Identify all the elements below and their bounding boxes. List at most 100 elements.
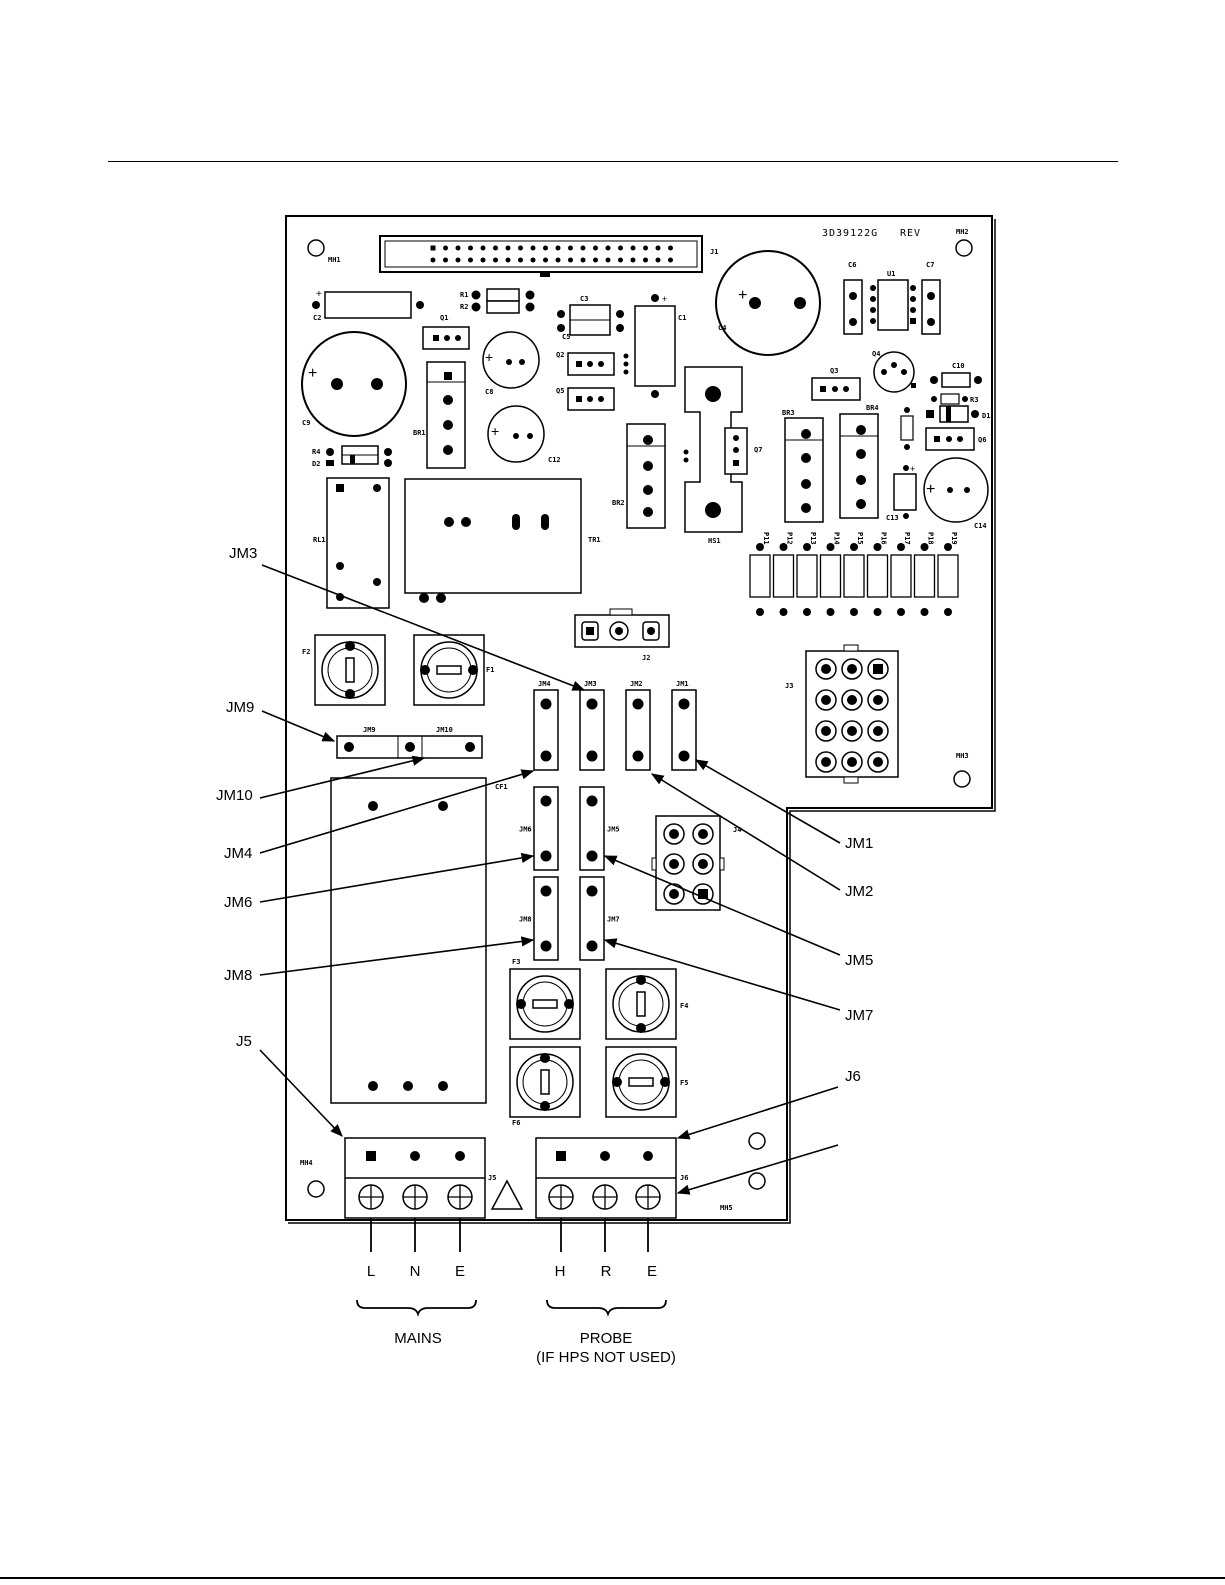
j1-pin (430, 245, 436, 251)
board-outline (285, 215, 993, 1221)
part-number: 3D39122G (822, 228, 878, 239)
j3-pin (821, 664, 831, 674)
jumper-pin (586, 795, 598, 807)
j1-pin (430, 257, 436, 263)
j4-pin (698, 889, 708, 899)
capacitor-c13: + (893, 464, 917, 519)
j1-pin (543, 245, 548, 251)
j1-pin (618, 257, 623, 263)
j3-pin (847, 726, 857, 736)
mounting-hole-mh1 (307, 239, 325, 257)
resistor-pin (920, 543, 929, 551)
j1-pin (505, 257, 511, 263)
lead-n: N (410, 1263, 421, 1280)
ic-u1 (870, 279, 916, 331)
j4-pin (669, 829, 679, 839)
jumper-pin (678, 698, 690, 710)
mounting-hole-mh5 (748, 1132, 766, 1150)
jumper-pin (586, 750, 598, 762)
label-jm9-board: JM9 (363, 726, 376, 734)
j1-pin (568, 245, 573, 251)
fuse-f4 (605, 968, 677, 1040)
label-j5-board: J5 (488, 1174, 496, 1182)
caption-probe-note: (IF HPS NOT USED) (536, 1349, 676, 1366)
capacitor-c9: + (301, 331, 407, 437)
j4-pin (669, 859, 679, 869)
j1-pin (605, 257, 611, 263)
resistor-pin (756, 543, 764, 551)
resistor-pin (897, 608, 905, 616)
j1-pin (630, 257, 636, 263)
label-c6: C6 (848, 261, 856, 269)
fuse-f6 (509, 1046, 581, 1118)
jumper-pin (540, 750, 552, 762)
label-mh1: MH1 (328, 256, 341, 264)
svg-text:+: + (308, 365, 317, 382)
label-c8: C8 (485, 388, 493, 396)
fuse-f3 (509, 968, 581, 1040)
label-c1: C1 (678, 314, 686, 322)
transistor-q2 (567, 352, 615, 376)
mounting-hole-mh3 (953, 770, 971, 788)
j3-pin (821, 695, 831, 705)
lead-e-probe: E (647, 1263, 657, 1280)
leader-jm1 (694, 759, 841, 844)
jumper-jm9-jm10 (336, 735, 483, 759)
j1-pin (630, 245, 636, 251)
jumper-pin (632, 698, 644, 710)
link-z2-dots (683, 449, 689, 463)
leader-jm3 (261, 564, 586, 691)
j1-pin (455, 245, 461, 251)
j1-pin (455, 257, 461, 263)
capacitor-c2: + (312, 289, 424, 319)
j1-pin (555, 257, 561, 263)
resistor-r4-diode-d2 (326, 445, 392, 467)
link-z-dots (623, 353, 629, 375)
leader-j6-b (676, 1144, 839, 1195)
terminal-block-j5 (344, 1137, 486, 1219)
capacitor-c1: + (634, 294, 676, 398)
transistor-q3 (811, 377, 861, 401)
label-jm5-board: JM5 (607, 826, 620, 834)
leader-jm7 (603, 938, 841, 1011)
j1-pin (530, 257, 536, 263)
label-br3: BR3 (782, 409, 795, 417)
j1-pin (593, 257, 598, 263)
jumper-pin (632, 750, 644, 762)
mounting-holes (307, 239, 973, 1198)
resistor-r3-diode-d1 (926, 393, 979, 423)
label-d1: D1 (982, 412, 990, 420)
j1-pin (518, 257, 523, 263)
label-q1: Q1 (440, 314, 448, 322)
j3-pin (821, 757, 831, 767)
j3-pin (847, 757, 857, 767)
lead-h: H (555, 1263, 566, 1280)
transistor-q6 (925, 427, 975, 451)
capacitors-c3-c5 (557, 304, 624, 336)
j1-pin (655, 257, 661, 263)
resistor-array-element (749, 554, 771, 598)
callout-j5: J5 (236, 1033, 252, 1050)
j1-pin (605, 245, 611, 251)
j1-pin (480, 257, 486, 263)
label-tr1: TR1 (588, 536, 601, 544)
j1-pin (493, 245, 498, 251)
label-f4: F4 (680, 1002, 688, 1010)
label-jm10-board: JM10 (436, 726, 453, 734)
label-jm7-board: JM7 (607, 916, 620, 924)
label-br2: BR2 (612, 499, 625, 507)
resistor-pin (826, 608, 835, 616)
label-p14: P14 (833, 532, 841, 545)
capacitor-c14: + (923, 457, 989, 523)
resistor-pin (944, 608, 952, 616)
j1-pin (618, 245, 623, 251)
label-r2: R2 (460, 303, 468, 311)
svg-text:+: + (926, 481, 935, 498)
j1-pin (443, 257, 448, 263)
resistor-pin (920, 608, 929, 616)
resistor-array-element (913, 554, 936, 598)
j1-pin (468, 257, 473, 263)
j1-pin (668, 245, 673, 251)
j1-pin (543, 257, 548, 263)
